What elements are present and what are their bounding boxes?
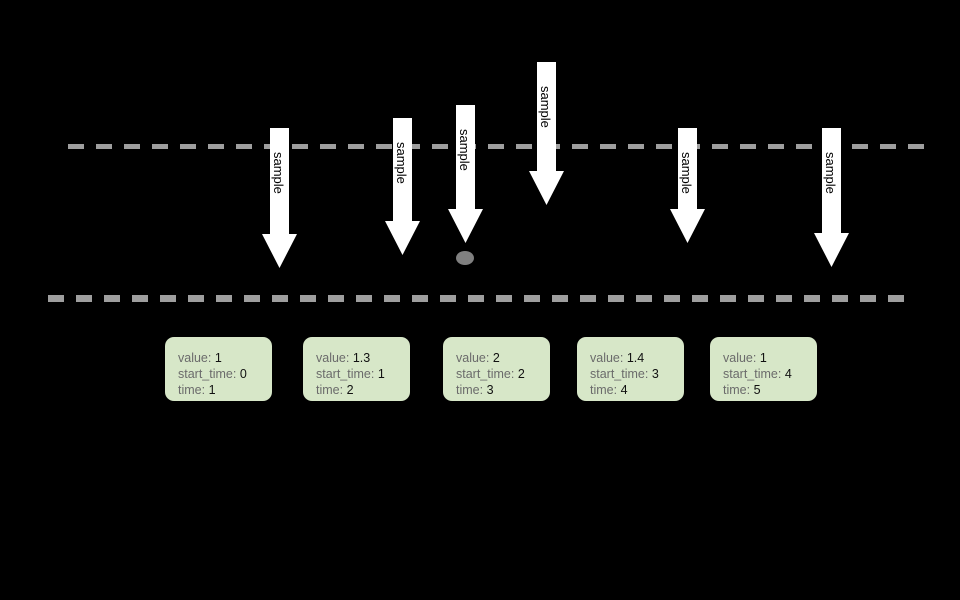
record-field-time: time: 4 (590, 382, 684, 398)
record-field-value: 2 (517, 367, 525, 381)
record-field-value: 1 (377, 367, 385, 381)
record-field-key: value: (316, 351, 353, 365)
record-field-key: start_time: (178, 367, 240, 381)
record-field-value: value: 2 (456, 350, 550, 366)
record-field-key: value: (178, 351, 215, 365)
sample-arrow: sample (814, 128, 849, 267)
record-field-value: 1.4 (626, 351, 645, 365)
record-field-value: 4 (620, 383, 628, 397)
arrow-shape (814, 128, 849, 267)
record-field-key: start_time: (456, 367, 518, 381)
sample-arrow: sample (670, 128, 705, 243)
record-field-value: 0 (239, 367, 247, 381)
record-field-value: 5 (753, 383, 761, 397)
sample-arrow: sample (262, 128, 297, 268)
record-field-value: 1 (208, 383, 216, 397)
record-field-value: 1.3 (352, 351, 371, 365)
record-field-value: 1 (214, 351, 222, 365)
record-field-value: value: 1 (723, 350, 817, 366)
record-field-key: start_time: (723, 367, 785, 381)
arrow-shape (262, 128, 297, 268)
record-field-value: 3 (651, 367, 659, 381)
arrow-shape (670, 128, 705, 243)
record-field-value: value: 1.4 (590, 350, 684, 366)
record-field-value: 4 (784, 367, 792, 381)
record-field-start_time: start_time: 0 (178, 366, 272, 382)
record-field-start_time: start_time: 1 (316, 366, 410, 382)
sample-arrow: sample (448, 105, 483, 243)
record-field-key: time: (590, 383, 621, 397)
record-field-time: time: 3 (456, 382, 550, 398)
sample-arrow: sample (529, 62, 564, 205)
record-field-start_time: start_time: 4 (723, 366, 817, 382)
record-field-value: 2 (492, 351, 500, 365)
record-field-value: value: 1 (178, 350, 272, 366)
late-event-dot (456, 251, 474, 265)
record-field-key: value: (590, 351, 627, 365)
record-field-time: time: 5 (723, 382, 817, 398)
record-field-time: time: 2 (316, 382, 410, 398)
record-field-value: 3 (486, 383, 494, 397)
record-field-start_time: start_time: 3 (590, 366, 684, 382)
upper-timeline (68, 143, 925, 149)
record-field-key: value: (456, 351, 493, 365)
arrow-shape (529, 62, 564, 205)
record-field-value: 2 (346, 383, 354, 397)
sample-arrow: sample (385, 118, 420, 255)
record-field-key: value: (723, 351, 760, 365)
record-field-key: time: (456, 383, 487, 397)
record-field-time: time: 1 (178, 382, 272, 398)
record-field-value: value: 1.3 (316, 350, 410, 366)
arrow-shape (385, 118, 420, 255)
record-field-key: time: (178, 383, 209, 397)
record-field-key: start_time: (316, 367, 378, 381)
arrow-shape (448, 105, 483, 243)
record-field-key: time: (316, 383, 347, 397)
record-field-key: start_time: (590, 367, 652, 381)
lower-timeline (48, 294, 910, 302)
record-field-start_time: start_time: 2 (456, 366, 550, 382)
record-field-value: 1 (759, 351, 767, 365)
record-field-key: time: (723, 383, 754, 397)
